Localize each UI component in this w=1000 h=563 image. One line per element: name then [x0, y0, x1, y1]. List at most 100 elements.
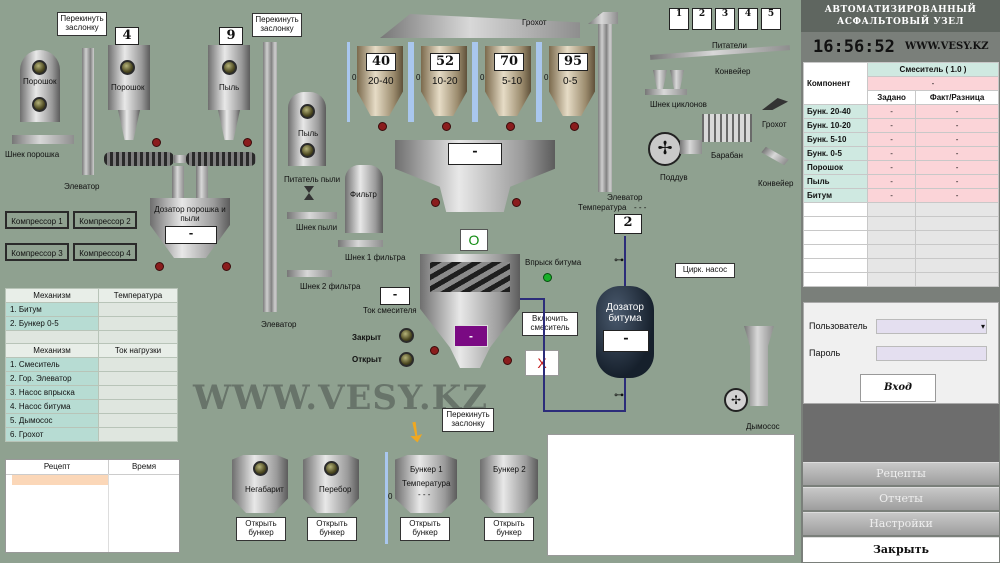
temperature-label: Температура	[578, 203, 627, 212]
user-label: Пользователь	[809, 321, 868, 331]
feeder-3: 3	[715, 8, 735, 30]
mixer-shafts	[430, 262, 510, 292]
weigh-hopper-value: -	[448, 143, 502, 165]
table-row: Порошок--	[803, 160, 999, 175]
elevator-right	[598, 14, 612, 192]
silo-4-label: Порошок	[111, 83, 145, 92]
open-bunker-1-button[interactable]: Открыть бункер	[400, 517, 450, 541]
negabarit-lamp	[253, 461, 268, 476]
bin-frame-2	[411, 42, 475, 122]
bitumen-valve-2: ⊶	[614, 390, 624, 401]
conveyor-label: Конвейер	[715, 67, 751, 76]
enable-mixer-button[interactable]: Включить смеситель	[522, 312, 578, 336]
open-bunker-2-button[interactable]: Открыть бункер	[484, 517, 534, 541]
bin-3-range: 5-10	[502, 76, 523, 87]
silo-number-4: 4	[115, 27, 139, 45]
table-row: Пыль--	[803, 174, 999, 189]
dust-valve	[304, 186, 314, 200]
elevator-right-label: Элеватор	[607, 193, 643, 202]
table-row: Бунк. 10-20--	[803, 118, 999, 133]
bitumen-valve-1: ⊶	[614, 255, 624, 266]
bin-frame-1	[347, 42, 411, 122]
component-fact: -	[915, 174, 999, 189]
compressor-2[interactable]: Компрессор 2	[73, 211, 137, 229]
reports-button[interactable]: Отчеты	[803, 487, 999, 510]
switch-flap-button-1[interactable]: Перекинуть заслонку	[57, 12, 107, 36]
powder-lamp-1	[32, 60, 47, 75]
switch-flap-button-2[interactable]: Перекинуть заслонку	[252, 13, 302, 37]
compressor-3[interactable]: Компрессор 3	[5, 243, 69, 261]
bunker-1-temp-value: - - -	[418, 490, 431, 499]
fact-header: Факт/Разница	[915, 90, 999, 105]
dust-feeder-lamp-2	[300, 143, 315, 158]
open-bunker-perebor-button[interactable]: Открыть бункер	[307, 517, 357, 541]
screen-label: Грохот	[522, 18, 547, 27]
bin-frame-3	[475, 42, 539, 122]
recipe-row-selected[interactable]	[12, 475, 108, 485]
mixer-current-value: -	[380, 287, 410, 305]
silo-4-cone	[118, 110, 140, 140]
scada-canvas: Порошок Шнек порошка Элеватор Перекинуть…	[5, 8, 795, 556]
component-fact: -	[915, 118, 999, 133]
user-select[interactable]: ▾	[876, 319, 987, 334]
app-title: АВТОМАТИЗИРОВАННЫЙ АСФАЛЬТОВЫЙ УЗЕЛ	[801, 0, 1000, 32]
mixer-current-label: Ток смесителя	[363, 306, 417, 315]
close-button[interactable]: Закрыть	[803, 537, 999, 562]
recipes-button[interactable]: Рецепты	[803, 462, 999, 485]
table-row: 1. Битум	[5, 302, 178, 317]
component-name: Бунк. 0-5	[803, 146, 868, 161]
x-button[interactable]: X	[525, 350, 559, 376]
elevator-right-head	[588, 12, 618, 24]
cyclone-2	[670, 70, 684, 90]
smoke-exhauster-stack	[744, 326, 774, 406]
screw-conveyor-9	[186, 152, 256, 166]
silo-4	[108, 45, 150, 110]
bin-1-zero: 0	[352, 73, 357, 82]
bitumen-doser-label: Дозатор битума	[606, 302, 644, 324]
bunker-1-label: Бункер 1	[410, 465, 443, 474]
smoke-exhauster-label: Дымосос	[746, 422, 780, 431]
powder-lamp-2	[32, 97, 47, 112]
table-row: Битум--	[803, 188, 999, 203]
mixer-value: -	[454, 325, 488, 347]
o-button[interactable]: O	[460, 229, 488, 251]
circ-pump-label[interactable]: Цирк. насос	[675, 263, 735, 278]
component-fact: -	[915, 188, 999, 203]
perebor-lamp	[324, 461, 339, 476]
compressor-4[interactable]: Компрессор 4	[73, 243, 137, 261]
table-row: 2. Гор. Элеватор	[5, 371, 178, 386]
chevron-down-icon[interactable]: ▾	[980, 322, 985, 331]
compressor-1[interactable]: Компрессор 1	[5, 211, 69, 229]
password-input[interactable]	[876, 346, 987, 361]
feeder-5: 5	[761, 8, 781, 30]
silo-number-9: 9	[219, 27, 243, 45]
bitumen-injection-label: Впрыск битума	[525, 258, 582, 267]
bitumen-doser-value: -	[603, 330, 649, 352]
load-row-value	[98, 427, 178, 442]
component-name: Порошок	[803, 160, 868, 175]
switch-flap-button-3[interactable]: Перекинуть заслонку	[442, 408, 494, 432]
feeder-2: 2	[692, 8, 712, 30]
elevator-mid-label: Элеватор	[261, 320, 297, 329]
watermark: WWW.VESY.KZ	[193, 378, 489, 418]
component-set: -	[866, 188, 917, 203]
settings-button[interactable]: Настройки	[803, 512, 999, 535]
closed-lamp	[399, 328, 414, 343]
silo-9	[208, 45, 250, 110]
temp-row-value	[98, 302, 178, 317]
open-bunker-negabarit-button[interactable]: Открыть бункер	[236, 517, 286, 541]
recipe-table[interactable]: Рецепт Время	[5, 459, 180, 553]
login-panel: Пользователь ▾ Пароль Вход	[803, 302, 999, 404]
app-title-line2: АСФАЛЬТОВЫЙ УЗЕЛ	[837, 17, 964, 27]
temp-table-header-temperature: Температура	[98, 288, 178, 303]
component-set: -	[866, 104, 917, 119]
elevator-left-label: Элеватор	[64, 182, 100, 191]
table-row: Бунк. 20-40--	[803, 104, 999, 119]
bin-1-value: 40	[366, 53, 396, 71]
perebor-label: Перебор	[319, 485, 352, 494]
login-button[interactable]: Вход	[860, 374, 936, 402]
bin-2-zero: 0	[416, 73, 421, 82]
set-header: Задано	[866, 90, 917, 105]
table-row: 1. Смеситель	[5, 357, 178, 372]
